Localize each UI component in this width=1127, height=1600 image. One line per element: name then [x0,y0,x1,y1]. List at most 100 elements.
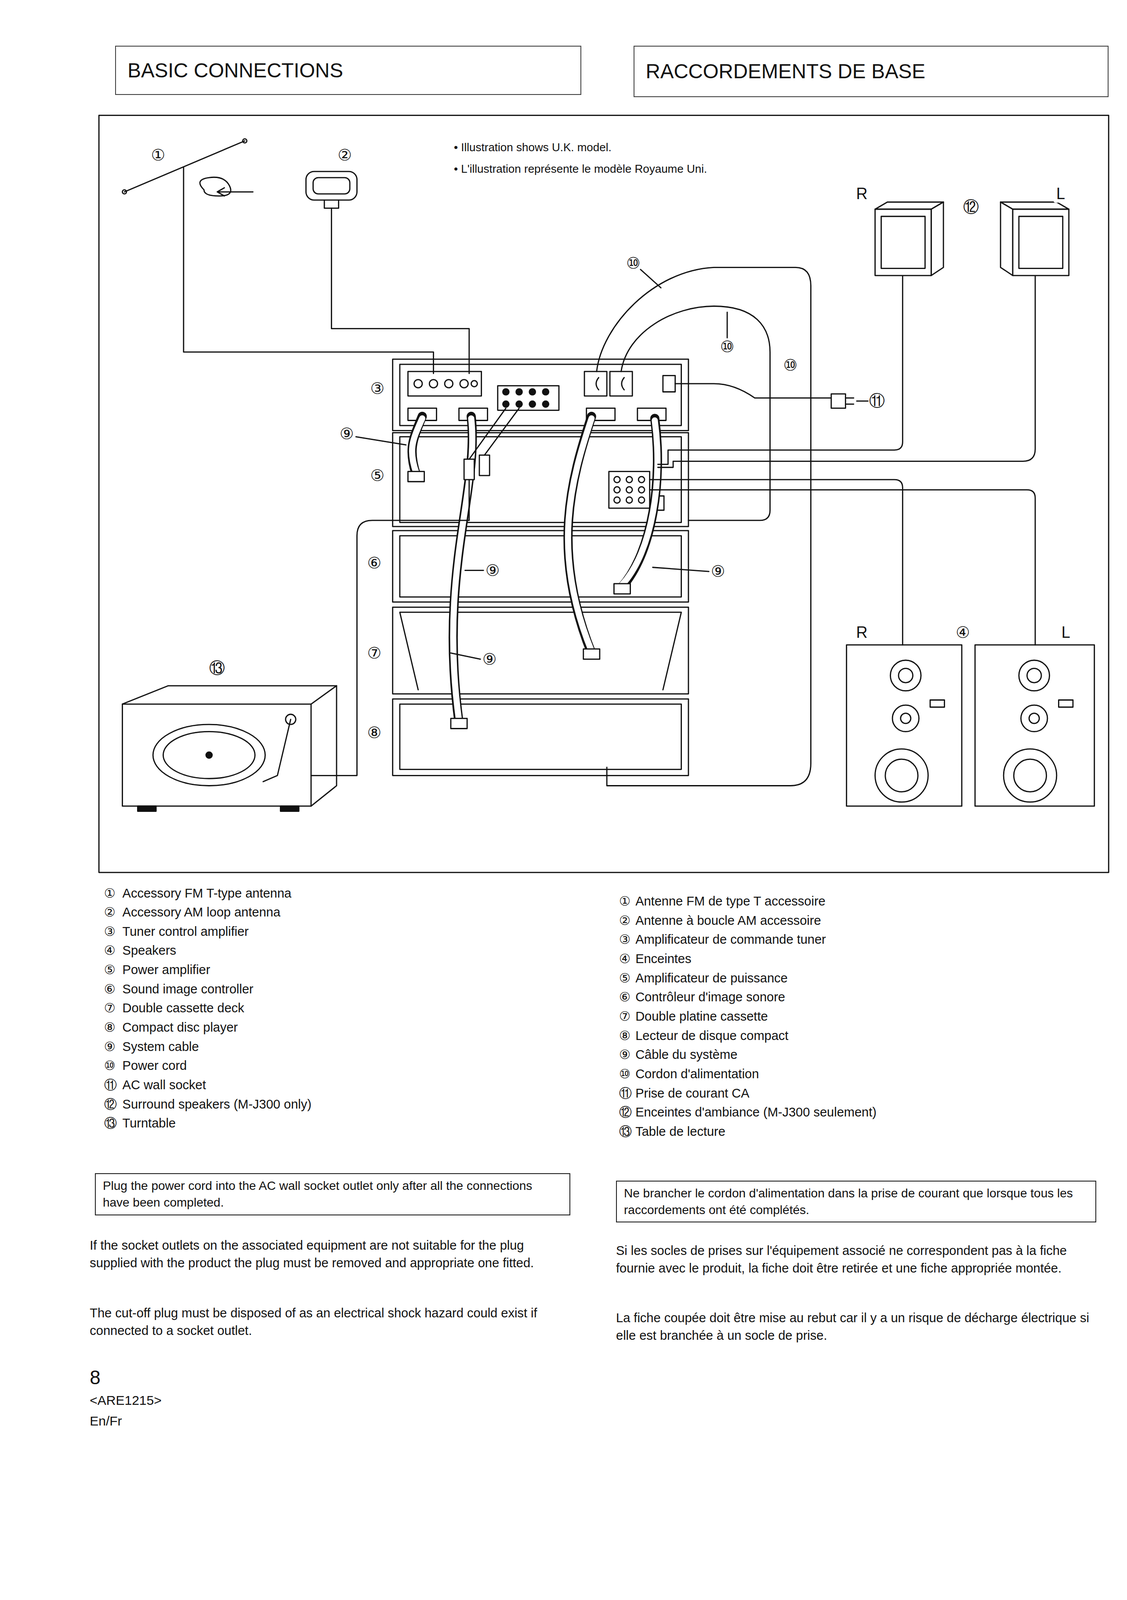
callout-number: ⑩ [782,356,798,374]
am-loop-antenna [331,208,469,374]
power-amplifier [613,476,620,483]
part-name: System cable [122,1037,200,1055]
callout-number: ② [337,146,352,164]
power-cord [596,267,811,786]
am-loop-antenna [305,171,357,200]
power-amplifier [638,496,645,504]
main-speaker [885,758,918,792]
power-amplifier [638,486,645,493]
callout-number: ⑤ [619,969,631,987]
power-cord [675,383,832,398]
fm-antenna [199,177,231,196]
callout-number: ⑨ [481,650,497,668]
turntable-cord [469,408,520,460]
callout-number: ④ [955,623,971,641]
fm-antenna [183,167,434,374]
callout-number: ⑫ [619,1103,632,1121]
callout-number: ③ [369,380,385,397]
callout-number: ⑪ [619,1084,632,1102]
main-speaker [1018,659,1050,691]
heading-box: BASIC CONNECTIONS [115,45,582,95]
surround-speaker [931,202,944,276]
double-cassette-deck [392,606,689,694]
turntable-cord [311,479,470,776]
power-amplifier [613,496,620,504]
paragraph: If the socket outlets on the associated … [89,1235,573,1272]
turntable [152,724,265,786]
main-speaker [846,644,962,806]
box-text: RACCORDEMENTS DE BASE [645,57,1100,85]
tuner-control-amplifier [529,388,536,395]
channel-letter: R [853,184,870,203]
cable-connector [613,583,631,594]
leader-line [856,400,869,402]
leader-line [355,436,406,446]
box-text: Ne brancher le cordon d'alimentation dan… [623,1184,1089,1218]
part-name: Table de lecture [635,1122,726,1140]
part-name: Contrôleur d'image sonore [635,988,786,1006]
part-name: Power amplifier [122,960,211,979]
power-amplifier [392,432,689,527]
cable-connector [450,717,468,729]
cable-connector [408,471,631,729]
note-text: <ARE1215> [89,1391,162,1410]
tuner-control-amplifier [502,400,509,407]
callout-number: ① [150,146,166,164]
heading-box: RACCORDEMENTS DE BASE [633,45,1109,97]
surround-speaker [881,216,926,269]
turntable [122,685,337,806]
main-speaker [890,659,921,691]
callout-number: ① [104,884,116,902]
callout-number: ④ [619,949,631,968]
speaker-wire [657,275,903,464]
part-name: Amplificateur de puissance [635,969,788,987]
leader-line [355,269,868,660]
callout-number: ⑤ [104,960,116,979]
power-amplifier [608,471,650,509]
power-amplifier [399,436,682,523]
turntable-cord [463,459,475,480]
power-amplifier [392,432,689,527]
part-name: Speakers [122,941,177,959]
callout-number: ⑩ [104,1056,116,1074]
main-speaker [1029,713,1040,724]
system-cable-core [412,418,423,473]
power-cord [831,393,846,408]
part-name: Antenne FM de type T accessoire [635,892,826,910]
main-speaker [1027,668,1042,683]
paragraph: The cut-off plug must be disposed of as … [89,1303,573,1339]
system-cable [568,416,592,653]
part-name: Double cassette deck [122,999,245,1017]
tuner-control-amplifier [413,379,423,388]
double-cassette-deck [392,606,689,694]
system-cable [412,416,423,475]
tuner-control-amplifier [429,379,438,388]
note-text: • Illustration shows U.K. model. [453,139,612,156]
double-cassette-deck [399,612,682,690]
note-box: Plug the power cord into the AC wall soc… [94,1172,571,1215]
main-speaker [892,704,919,732]
tuner-control-amplifier [399,364,682,426]
power-cord [621,306,771,521]
callout-number: ⑤ [369,467,385,484]
part-name: Accessory AM loop antenna [122,903,281,921]
callout-number: ⑬ [208,659,226,677]
power-amplifier [626,496,633,504]
turntable [280,805,299,812]
main-speaker [846,644,1095,806]
callout-number: ⑬ [104,1114,117,1132]
turntable [206,751,213,758]
main-speaker [974,644,1095,806]
callout-number: ⑨ [339,425,355,443]
note-box: Ne brancher le cordon d'alimentation dan… [616,1180,1097,1223]
am-loop-antenna [324,199,339,209]
note-text: 8 [89,1363,101,1390]
channel-letter: L [1058,623,1073,642]
surround-speaker [1012,209,1070,276]
tuner-control-amplifier [497,385,559,411]
part-name: Antenne à boucle AM accessoire [635,911,821,929]
speaker-wire [657,275,1036,468]
turntable [263,719,291,782]
